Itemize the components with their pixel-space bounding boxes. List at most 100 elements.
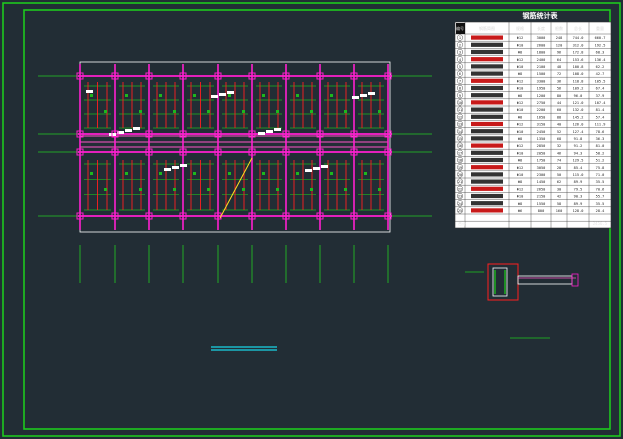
row-id-circle [457, 77, 464, 84]
table-cell: 192.5 [595, 43, 606, 47]
table-header-row: 编号钢筋简图规格长度根数总长重量 [456, 25, 604, 31]
row-id: 6 [459, 72, 461, 76]
column-marker [384, 212, 392, 220]
table-cell: 51.2 [596, 159, 605, 163]
column-marker [248, 148, 256, 156]
column-marker [282, 148, 290, 156]
table-cell: Φ10 [517, 173, 524, 177]
section-detail[interactable] [465, 263, 579, 339]
table-cell: 44 [557, 101, 561, 105]
table-cell: Φ8 [518, 202, 522, 206]
scale-bar [211, 346, 277, 351]
table-cell: Φ8 [518, 159, 522, 163]
table-cell: 91.8 [574, 137, 583, 141]
table-cell: 1500 [537, 72, 546, 76]
table-cell: Φ12 [517, 144, 524, 148]
rebar-mark [262, 172, 265, 175]
beam-tag [360, 94, 367, 97]
detail-beam-end [571, 273, 579, 287]
row-id: 7 [459, 79, 461, 83]
table-cell: 35.5 [596, 180, 605, 184]
table-cell: 60 [557, 108, 561, 112]
rebar-mark [310, 110, 313, 113]
beam-tag [321, 165, 328, 168]
table-cell: 70.6 [596, 187, 605, 191]
table-cell: 2850 [537, 144, 546, 148]
rebar-mark [242, 188, 245, 191]
table-cell: 79.5 [574, 187, 583, 191]
rebar-mark [139, 188, 142, 191]
table-cell: 75.8 [596, 166, 605, 170]
column-marker [145, 72, 153, 80]
rebar-mark [296, 94, 299, 97]
row-id: 15 [458, 137, 462, 141]
table-cell: 62.2 [596, 65, 605, 69]
table-cell: 96 [557, 51, 561, 55]
rebar-shape-sketch [471, 35, 503, 40]
rebar-mark [207, 188, 210, 191]
table-cell: 58.2 [596, 151, 605, 155]
row-id: 21 [458, 180, 462, 184]
table-cell: 129.5 [573, 159, 584, 163]
table-cell: Φ12 [517, 36, 524, 40]
table-cell: Φ12 [517, 166, 524, 170]
column-marker [179, 72, 187, 80]
beam-tag [352, 96, 359, 99]
table-cell: 74 [557, 159, 561, 163]
table-cell: 3000 [537, 36, 546, 40]
rebar-shape-sketch [471, 121, 503, 127]
rebar-mark [90, 94, 93, 97]
rebar-shape-sketch [471, 107, 503, 112]
column-marker [350, 148, 358, 156]
table-cell: 28.4 [596, 209, 605, 213]
rebar-mark [125, 172, 128, 175]
table-cell: 55.7 [596, 195, 605, 199]
table-cell: 2600 [537, 43, 546, 47]
rebar-shape-sketch [471, 136, 503, 141]
detail-beam-stub [517, 275, 573, 285]
table-header-cell: 根数 [555, 25, 563, 31]
column-layer [76, 72, 392, 220]
table-cell: 67.4 [596, 87, 605, 91]
rebar-shape-sketch [471, 186, 503, 191]
table-cell: 118.8 [573, 79, 584, 83]
column-marker [384, 130, 392, 138]
table-cell: Φ10 [517, 87, 524, 91]
column-marker [111, 72, 119, 80]
table-cell: 35.5 [596, 202, 605, 206]
beam-tag [117, 131, 124, 134]
rebar-shape-sketch [471, 165, 503, 170]
rebar-mark [173, 188, 176, 191]
rebar-shape-sketch [471, 42, 503, 47]
rebar-mark [364, 172, 367, 175]
table-cell: 64 [557, 58, 561, 62]
rebar-mark [378, 188, 381, 191]
row-id: 3 [459, 51, 461, 55]
column-marker [145, 212, 153, 220]
column-marker [214, 148, 222, 156]
rebar-shape-sketch [471, 100, 503, 105]
column-marker [179, 148, 187, 156]
table-cell: 136.4 [595, 58, 606, 62]
table-cell: 32 [557, 144, 561, 148]
detail-column-body [487, 263, 519, 301]
table-cell: 2050 [537, 151, 546, 155]
table-total-weight: 2456.5 [593, 221, 608, 226]
column-marker [179, 130, 187, 138]
table-cell: 1350 [537, 137, 546, 141]
rebar-mark [125, 94, 128, 97]
rebar-mark [276, 188, 279, 191]
table-header-cell: 长度 [537, 25, 545, 31]
column-marker [76, 72, 84, 80]
